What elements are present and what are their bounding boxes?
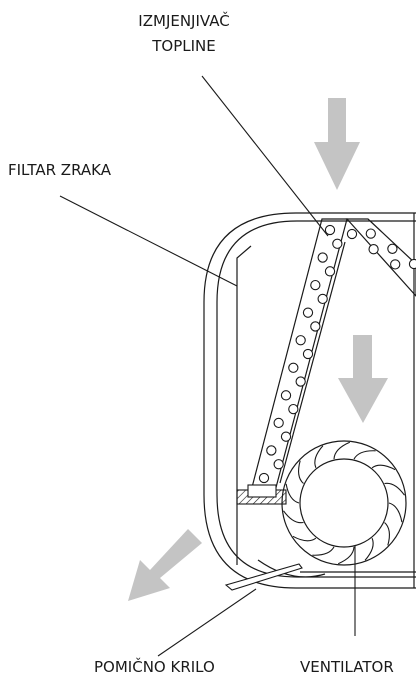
tube-circle (295, 376, 306, 387)
air-filter-leader-line (59, 195, 238, 287)
inner-housing (216, 220, 416, 578)
air-filter-label: FILTAR ZRAKA (8, 161, 112, 179)
fan-blade (388, 502, 403, 523)
tube-circle (280, 390, 292, 401)
tube-circle (302, 307, 314, 318)
fan-blade (298, 460, 304, 484)
fan-blade (312, 546, 335, 556)
fan-blade (364, 537, 374, 561)
tube-circle (288, 403, 299, 415)
tube-circle (273, 417, 284, 429)
tube-circle (317, 252, 328, 263)
internal-airflow-arrow (338, 335, 388, 423)
tube-circle (368, 244, 379, 255)
fan-blade (285, 483, 300, 504)
heat-exchanger-connector (279, 241, 346, 484)
heat-exchanger-tubes (258, 224, 416, 484)
tube-circle (310, 279, 321, 291)
fan-blades-ring (281, 440, 407, 566)
tube-circle (317, 293, 328, 305)
fan-label: VENTILATOR (300, 658, 394, 676)
fan-blades (283, 441, 405, 565)
tube-circle (288, 362, 299, 373)
movable-flap-label: POMIČNO KRILO (94, 657, 215, 676)
fan-blade (371, 464, 396, 471)
tube-circle (324, 224, 336, 236)
tube-circle (390, 259, 401, 270)
fan-hub (299, 458, 389, 548)
right-heat-exchanger-coil (345, 218, 416, 297)
tube-circle (295, 335, 306, 346)
tube-circle (332, 238, 343, 249)
fan-blade (384, 522, 390, 546)
fan-blade (353, 450, 376, 460)
fan-blade (283, 510, 304, 524)
heat-exchanger-label-line1: IZMJENJIVAČ (138, 11, 229, 30)
heat-exchanger-label-line2: TOPLINE (151, 37, 216, 55)
tube-circle (346, 228, 358, 240)
fan-blade (333, 441, 351, 460)
movable-flap (224, 563, 303, 591)
tube-circle (365, 228, 376, 239)
movable-flap-leader-line (157, 588, 257, 657)
tube-circle (310, 321, 321, 332)
fan-blade (314, 445, 324, 469)
tube-circle (273, 459, 284, 470)
tube-circle (408, 258, 416, 270)
left-heat-exchanger-coil (249, 218, 348, 496)
tube-circle (302, 348, 314, 360)
fan-blade (292, 535, 317, 542)
fan-blade (337, 546, 355, 565)
tube-circle (258, 472, 270, 484)
outlet-guide-curve (257, 559, 326, 578)
tube-circle (387, 243, 398, 254)
fan-blade (384, 482, 405, 496)
air-intake-arrow (314, 98, 360, 190)
tube-circle (280, 431, 292, 442)
air-filter (236, 245, 252, 565)
drain-pan-inner (247, 484, 277, 498)
tube-circle (266, 445, 277, 456)
air-outlet-arrow (128, 529, 202, 601)
tube-circle (324, 266, 336, 277)
heat-exchanger-leader-line (201, 75, 329, 237)
